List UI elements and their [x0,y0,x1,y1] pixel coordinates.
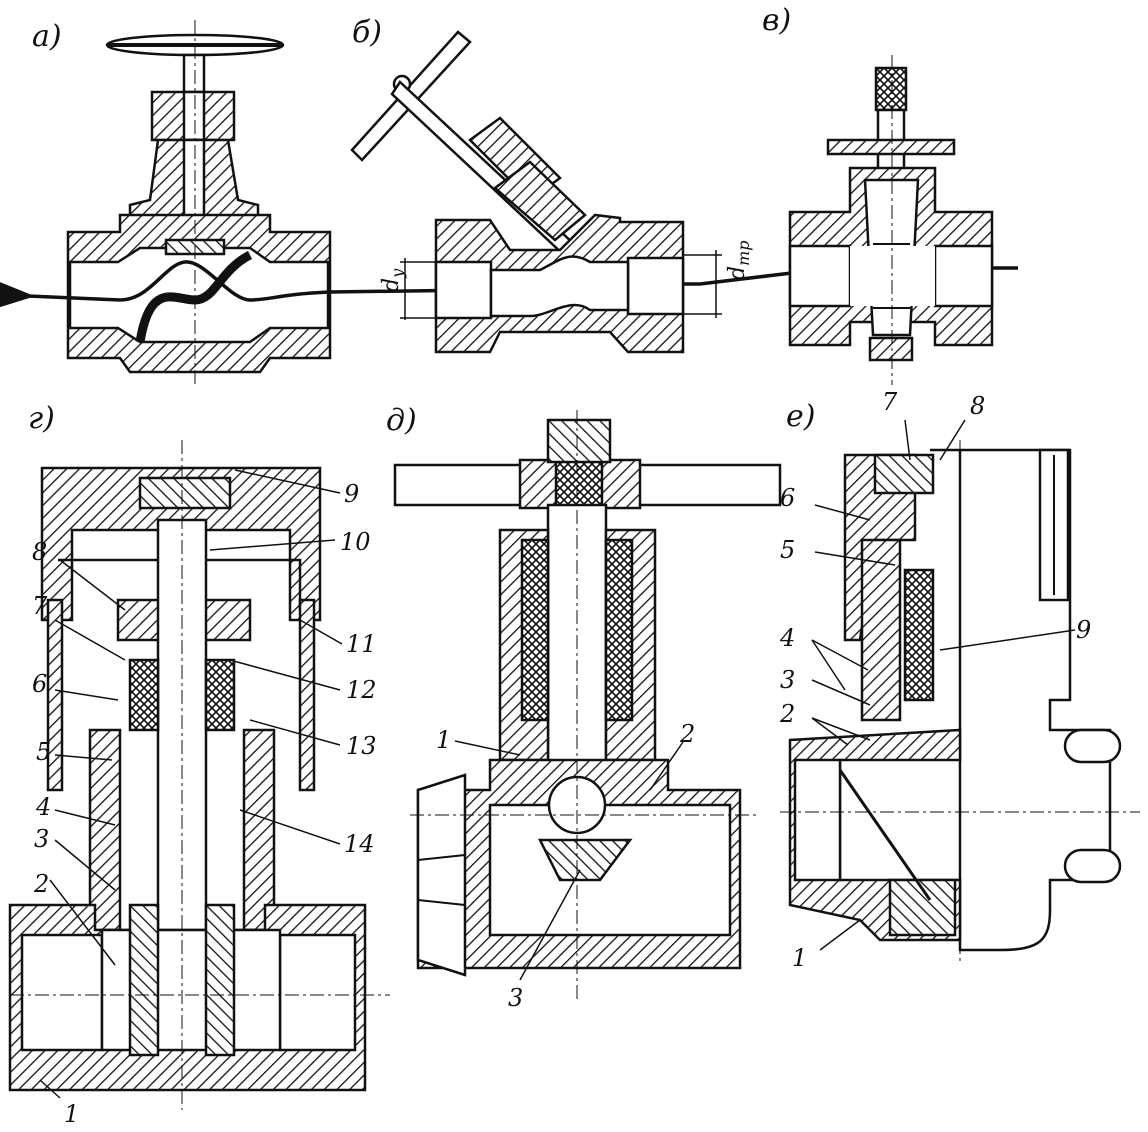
callout-e-3: 3 [780,666,795,694]
callout-d-1: 1 [436,726,451,754]
callout-e-4: 4 [779,624,795,652]
dim-dtr-label: dтр [725,240,753,280]
panel-labels: a) б) в) г) д) е) [28,3,815,438]
dim-dy-label: dу [379,268,407,292]
callout-g-5: 5 [36,738,51,766]
callout-e-1: 1 [792,944,807,972]
callout-g-4: 4 [35,793,51,821]
callout-g-10: 10 [340,528,371,556]
callout-g-6: 6 [32,670,47,698]
callouts-panel-e: 1 2 3 4 5 6 7 8 9 [779,388,1091,972]
callout-e-9: 9 [1076,616,1091,644]
panel-label-b: б) [352,15,382,50]
callout-d-2: 2 [679,720,695,748]
callout-e-7: 7 [882,388,898,416]
callout-e-6: 6 [780,484,795,512]
panel-v-plug-valve [788,55,994,385]
callouts-panel-g: 1 2 3 4 5 6 7 8 9 10 11 12 13 14 [32,480,377,1128]
callout-e-8: 8 [970,392,985,420]
callouts-panel-d: 1 2 3 [436,720,695,1012]
panel-label-a: a) [32,19,62,54]
callout-g-8: 8 [32,538,47,566]
callout-g-1: 1 [64,1100,79,1128]
panel-g-gate-valve [8,440,390,1110]
callout-g-7: 7 [32,592,48,620]
callout-g-13: 13 [346,732,377,760]
panel-label-d: д) [386,403,417,438]
callout-g-9: 9 [344,480,359,508]
panel-label-e: е) [786,399,815,434]
callout-g-14: 14 [344,830,375,858]
dimension-labels: dу dтр [379,240,753,292]
callout-g-12: 12 [346,676,377,704]
panel-label-g: г) [28,401,55,436]
callout-g-3: 3 [34,825,49,853]
panel-e-gate-valve [780,419,1140,965]
callout-e-2: 2 [779,700,795,728]
panel-a-globe-valve [66,20,332,385]
callout-g-2: 2 [33,870,49,898]
panel-b-oblique-valve [350,30,722,354]
callout-d-3: 3 [508,984,523,1012]
callout-g-11: 11 [346,630,377,658]
panel-d-gate-valve [393,410,782,1000]
callout-e-5: 5 [780,536,795,564]
panel-label-v: в) [762,3,791,38]
